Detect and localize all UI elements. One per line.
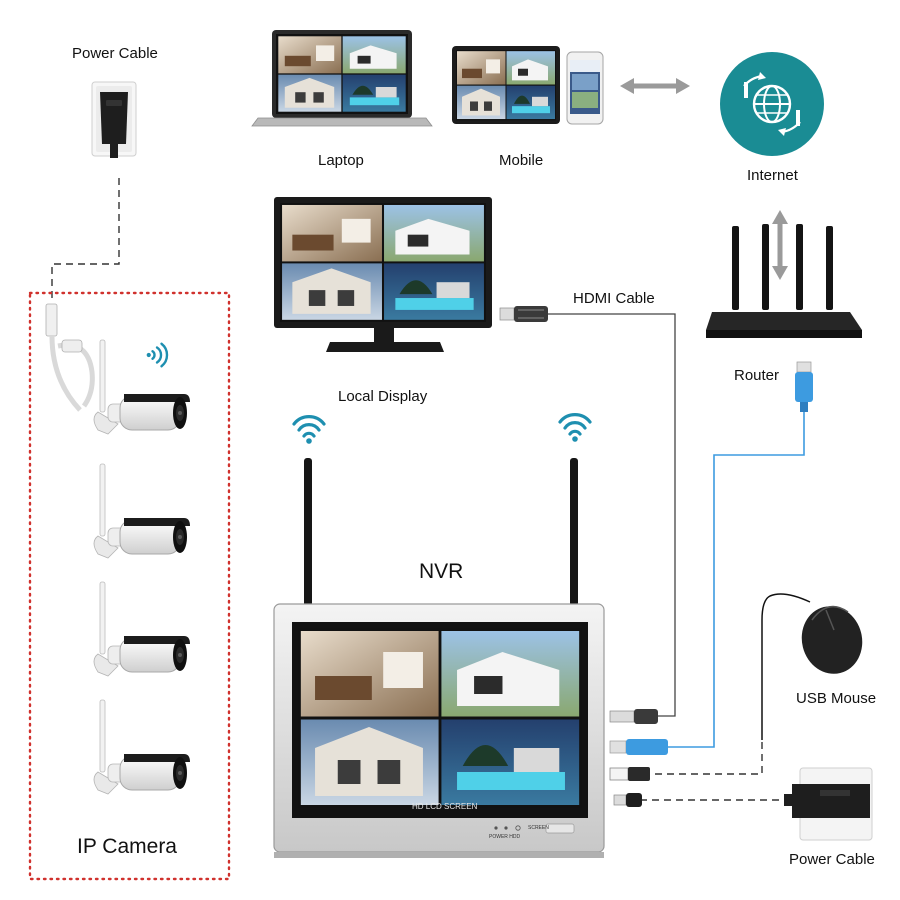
internet-label: Internet bbox=[747, 167, 798, 184]
usb-cable-line bbox=[761, 593, 811, 740]
mobile-label: Mobile bbox=[499, 152, 544, 169]
camera-icon bbox=[93, 339, 191, 435]
laptop-icon bbox=[251, 30, 433, 127]
camera-wifi-icon bbox=[145, 342, 169, 368]
nvr-panel-screen-label: SCREEN bbox=[528, 825, 549, 831]
power-adapter-icon bbox=[91, 81, 137, 159]
local-display-label: Local Display bbox=[338, 388, 428, 405]
ethernet-plug-icon bbox=[795, 361, 813, 412]
nvr-antenna-left bbox=[304, 458, 312, 606]
wifi-icon bbox=[292, 415, 326, 446]
router-label: Router bbox=[734, 367, 780, 384]
ethernet-cable-line bbox=[668, 412, 805, 748]
nvr-hdmi-port bbox=[609, 709, 658, 724]
ip-camera-group-border bbox=[28, 291, 231, 881]
nvr-power-port bbox=[613, 793, 642, 807]
link-arrow-icon bbox=[772, 210, 788, 280]
power-cable-label-top: Power Cable bbox=[72, 45, 158, 62]
wifi-icon bbox=[558, 413, 592, 444]
camera-icon bbox=[93, 699, 191, 795]
hdmi-plug-icon bbox=[499, 306, 548, 322]
sync-arrow-icon bbox=[620, 78, 690, 94]
nvr-usb-port bbox=[609, 767, 650, 781]
camera-power-split-icon bbox=[45, 303, 95, 412]
phone-icon bbox=[566, 51, 604, 125]
monitor-icon bbox=[274, 197, 492, 352]
nvr-ethernet-port bbox=[609, 739, 668, 755]
nvr-panel-power-label: POWER HDD bbox=[489, 834, 521, 840]
camera-icon bbox=[93, 463, 191, 559]
tablet-icon bbox=[452, 46, 560, 124]
router-icon bbox=[706, 224, 862, 338]
nvr-icon bbox=[273, 603, 605, 858]
power-cable-label-bottom: Power Cable bbox=[789, 851, 875, 868]
power-cable-line bbox=[51, 178, 120, 302]
hdmi-cable-label: HDMI Cable bbox=[573, 290, 655, 307]
usb-mouse-label: USB Mouse bbox=[796, 690, 877, 707]
nvr-label: NVR bbox=[419, 560, 464, 583]
nvr-antenna-right bbox=[570, 458, 578, 606]
globe-icon bbox=[720, 52, 824, 156]
camera-icon bbox=[93, 581, 191, 677]
nvr-screen-caption: HD LCD SCREEN bbox=[412, 802, 478, 811]
power-adapter-icon bbox=[784, 767, 873, 841]
hdmi-cable-line bbox=[548, 313, 676, 717]
mouse-icon bbox=[801, 605, 863, 674]
ip-camera-label: IP Camera bbox=[77, 835, 177, 858]
laptop-label: Laptop bbox=[318, 152, 364, 169]
